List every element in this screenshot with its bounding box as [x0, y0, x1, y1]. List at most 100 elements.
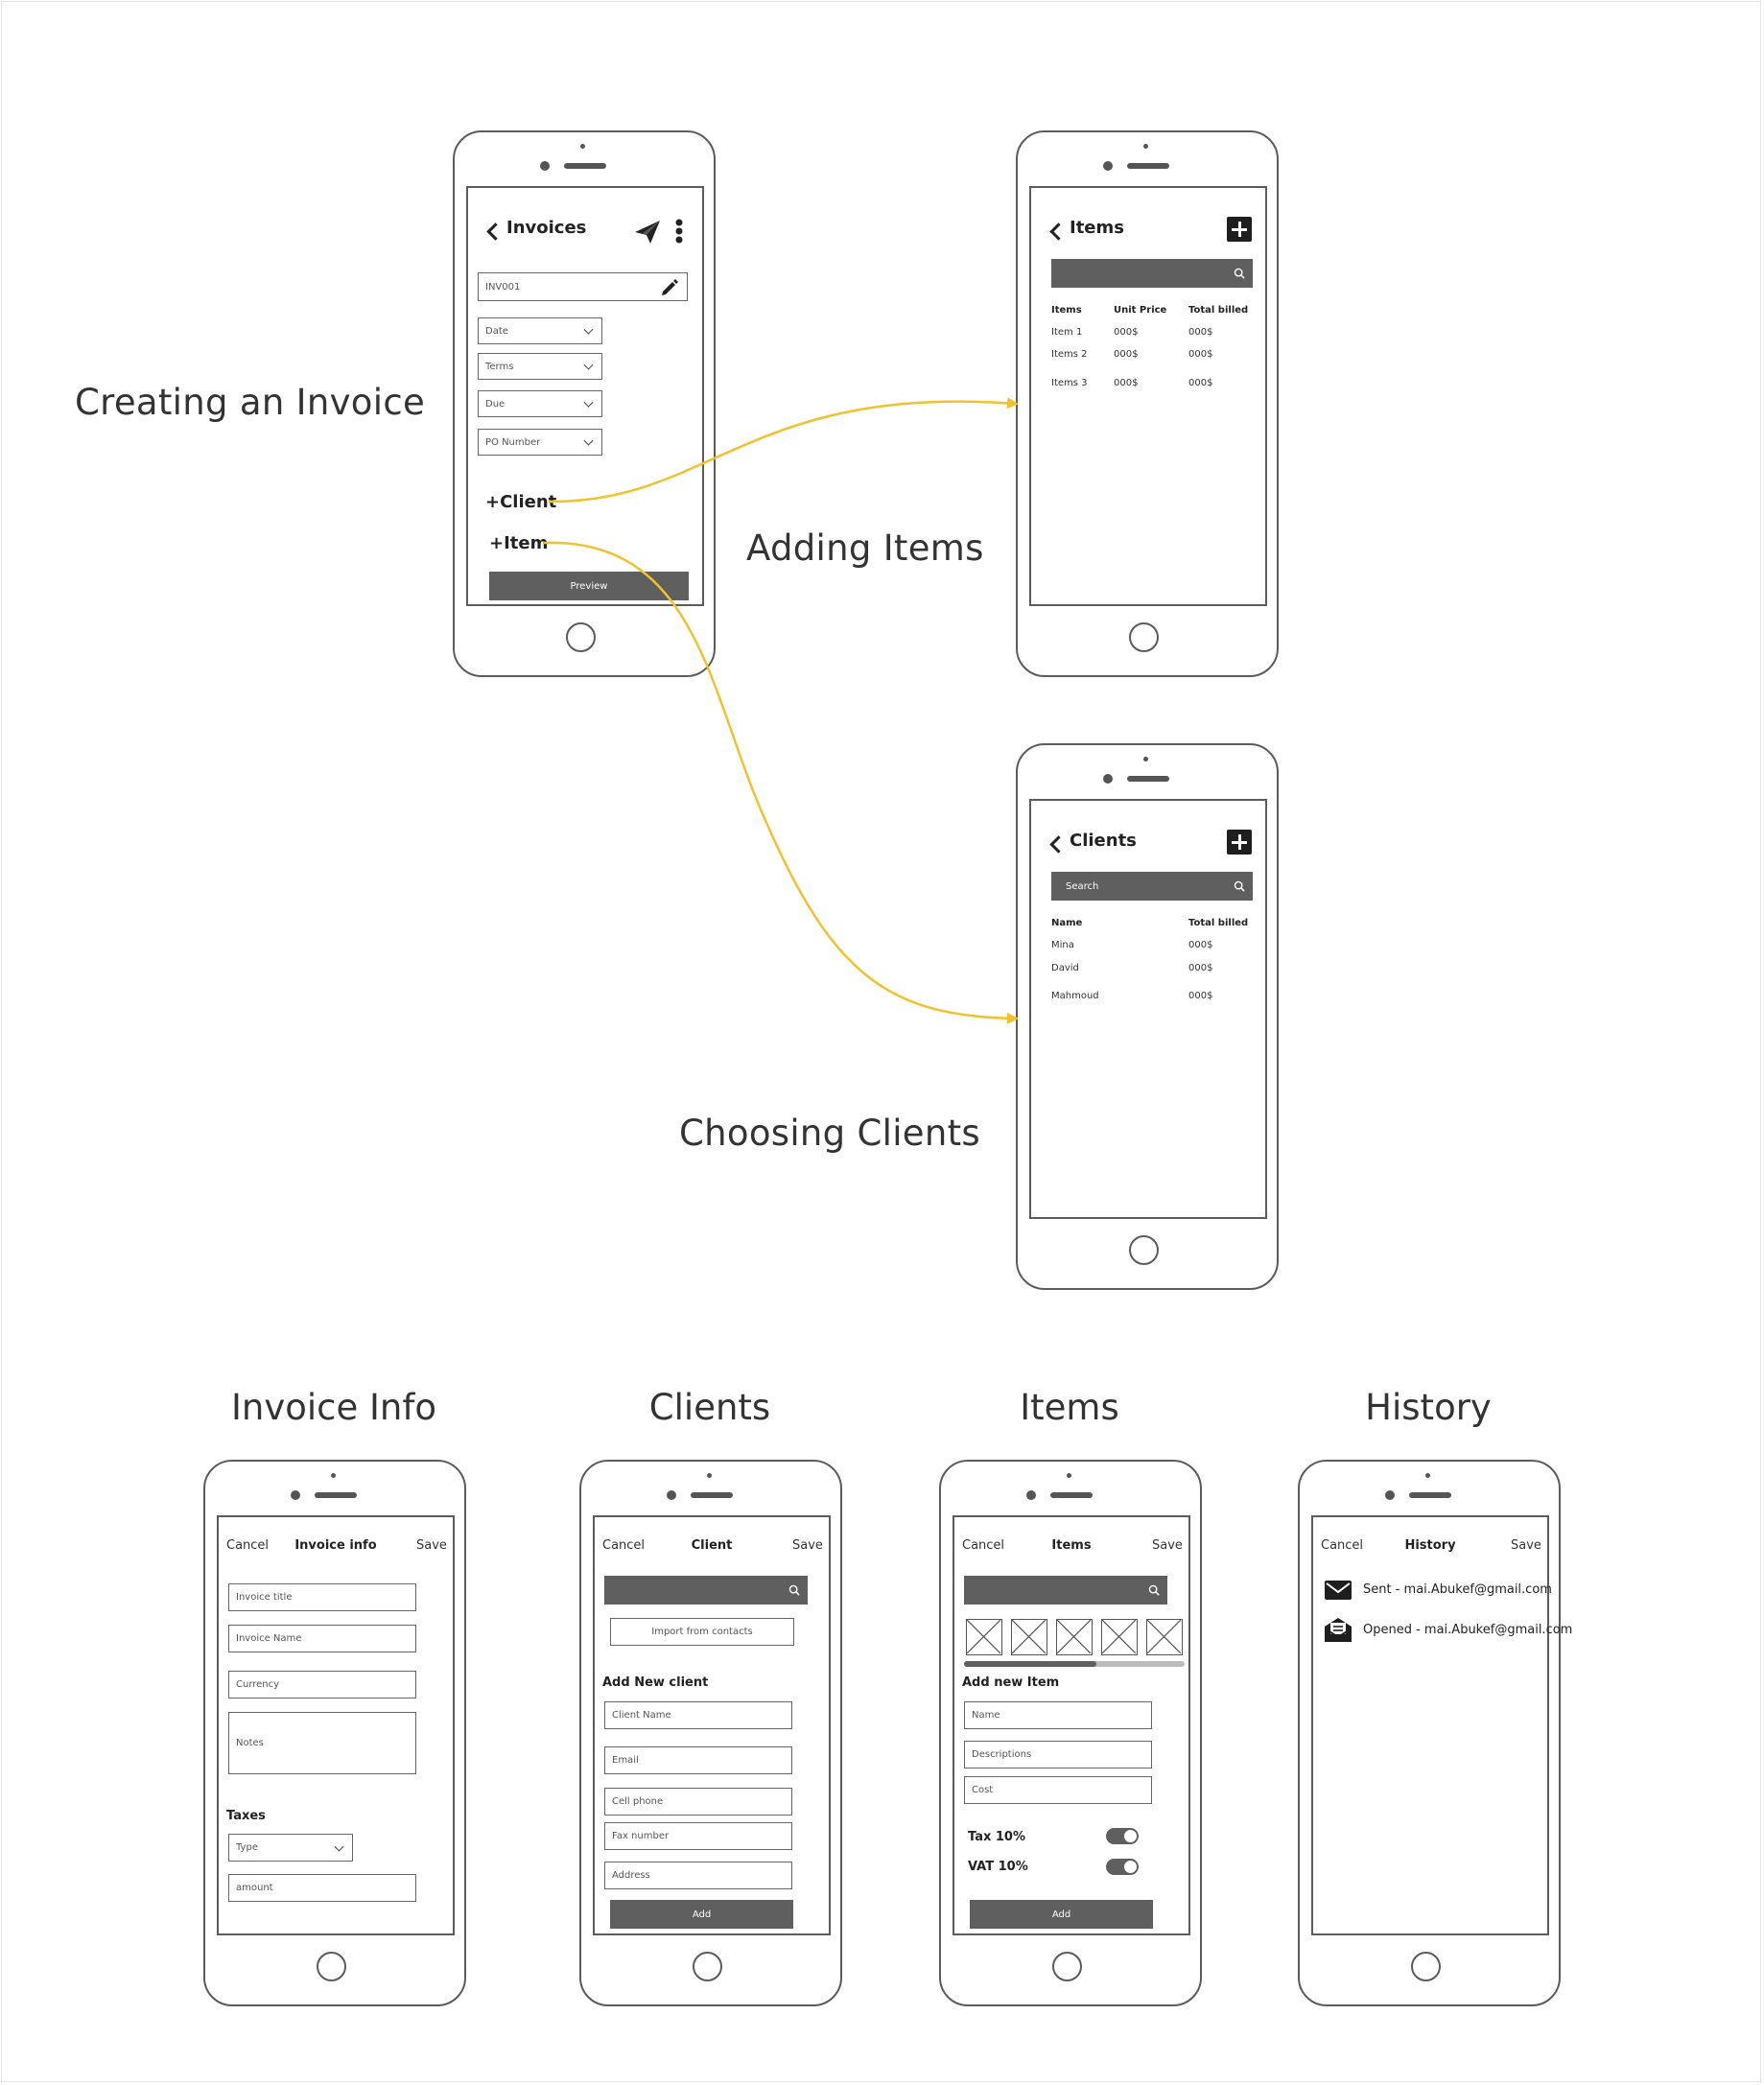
cancel-button[interactable]: Cancel: [226, 1538, 270, 1553]
client-search-bar[interactable]: [604, 1576, 808, 1605]
invoices-screen: Invoices INV001 Date Terms Due PO Number…: [466, 186, 704, 606]
save-button[interactable]: Save: [1511, 1538, 1541, 1553]
home-button[interactable]: [1411, 1952, 1441, 1981]
tax-type-label: Type: [236, 1842, 258, 1853]
image-placeholder-icon[interactable]: [1056, 1619, 1093, 1655]
image-placeholder-icon[interactable]: [1101, 1619, 1138, 1655]
date-select-label: Date: [485, 325, 508, 337]
due-select-label: Due: [485, 398, 506, 410]
save-button[interactable]: Save: [1152, 1538, 1183, 1553]
descriptions-field[interactable]: Descriptions: [964, 1741, 1152, 1769]
save-button[interactable]: Save: [792, 1538, 823, 1553]
cancel-button[interactable]: Cancel: [962, 1538, 1005, 1553]
table-row[interactable]: Mahmoud: [1051, 991, 1099, 1001]
phone-camera: [1067, 1473, 1071, 1478]
item-search-bar[interactable]: [964, 1576, 1167, 1605]
client-screen: Cancel Client Save Import from contacts …: [593, 1515, 831, 1935]
notes-field[interactable]: Notes: [228, 1712, 416, 1774]
item-name-field[interactable]: Name: [964, 1701, 1152, 1729]
search-icon[interactable]: [1234, 880, 1245, 892]
add-plus-icon[interactable]: [1227, 830, 1252, 855]
home-button[interactable]: [693, 1952, 722, 1981]
po-number-select[interactable]: PO Number: [478, 429, 602, 456]
invoice-info-screen: Cancel Invoice info Save Invoice title I…: [217, 1515, 455, 1935]
fax-number-field[interactable]: Fax number: [604, 1822, 792, 1850]
col-header-total-billed: Total billed: [1188, 918, 1249, 928]
history-screen: Cancel History Save Sent - mai.Abukef@gm…: [1311, 1515, 1572, 1935]
home-button[interactable]: [566, 622, 596, 652]
image-placeholder-icon[interactable]: [966, 1619, 1002, 1655]
address-field[interactable]: Address: [604, 1862, 792, 1889]
client-name-field[interactable]: Client Name: [604, 1701, 792, 1729]
home-button[interactable]: [317, 1952, 346, 1981]
table-row[interactable]: Item 1: [1051, 327, 1083, 338]
search-icon[interactable]: [1234, 268, 1245, 279]
table-cell: 000$: [1188, 349, 1213, 360]
back-chevron-icon[interactable]: [1049, 835, 1068, 854]
clients-search-bar[interactable]: Search: [1051, 872, 1253, 901]
chevron-down-icon: [583, 324, 594, 335]
add-plus-icon[interactable]: [1227, 217, 1252, 242]
preview-button[interactable]: Preview: [489, 572, 689, 600]
title-creating-invoice: Creating an Invoice: [75, 382, 426, 423]
add-item-button[interactable]: Add: [970, 1900, 1153, 1929]
phone-clients-list: Clients Search Name Total billed Mina 00…: [1016, 743, 1279, 1290]
chevron-down-icon: [583, 435, 594, 446]
cell-phone-field[interactable]: Cell phone: [604, 1788, 792, 1816]
phone-item-form: Cancel Items Save Add new Item Name Desc…: [939, 1460, 1202, 2006]
terms-select[interactable]: Terms: [478, 353, 602, 380]
image-scrollbar-thumb[interactable]: [964, 1661, 1096, 1667]
image-placeholder-icon[interactable]: [1011, 1619, 1047, 1655]
home-button[interactable]: [1052, 1952, 1082, 1981]
table-row[interactable]: Items 3: [1051, 378, 1088, 388]
invoice-number-field[interactable]: INV001: [478, 272, 688, 301]
table-row[interactable]: David: [1051, 963, 1079, 973]
search-icon[interactable]: [788, 1584, 800, 1596]
phone-speaker: [1050, 1492, 1093, 1498]
phone-speaker: [1409, 1492, 1451, 1498]
clients-title: Clients: [1070, 831, 1137, 851]
amount-field[interactable]: amount: [228, 1874, 416, 1902]
image-scrollbar-track[interactable]: [964, 1661, 1185, 1667]
add-item-link[interactable]: +Item: [489, 533, 549, 553]
table-cell: 000$: [1188, 963, 1213, 973]
invoice-name-field[interactable]: Invoice Name: [228, 1625, 416, 1652]
due-select[interactable]: Due: [478, 390, 602, 417]
send-icon[interactable]: [633, 219, 662, 246]
table-cell: 000$: [1188, 940, 1213, 950]
items-list-screen: Items Items Unit Price Total billed Item…: [1029, 186, 1267, 606]
back-chevron-icon[interactable]: [1049, 223, 1068, 241]
import-contacts-button[interactable]: Import from contacts: [610, 1618, 794, 1646]
cancel-button[interactable]: Cancel: [602, 1538, 646, 1553]
phone-sensor: [291, 1490, 300, 1500]
currency-field[interactable]: Currency: [228, 1671, 416, 1698]
image-placeholder-icon[interactable]: [1146, 1619, 1183, 1655]
history-entry-opened[interactable]: Opened - mai.Abukef@gmail.com: [1363, 1623, 1573, 1637]
add-client-button[interactable]: Add: [610, 1900, 793, 1929]
cancel-button[interactable]: Cancel: [1321, 1538, 1364, 1553]
search-icon[interactable]: [1148, 1584, 1160, 1596]
vat-toggle[interactable]: [1106, 1859, 1139, 1875]
cost-field[interactable]: Cost: [964, 1776, 1152, 1804]
save-button[interactable]: Save: [416, 1538, 447, 1553]
vat-label: VAT 10%: [968, 1860, 1028, 1874]
date-select[interactable]: Date: [478, 317, 602, 344]
items-search-bar[interactable]: [1051, 259, 1253, 288]
terms-select-label: Terms: [485, 361, 514, 372]
home-button[interactable]: [1129, 1235, 1159, 1265]
edit-pencil-icon[interactable]: [660, 278, 679, 297]
table-row[interactable]: Items 2: [1051, 349, 1088, 360]
back-chevron-icon[interactable]: [486, 223, 505, 241]
tax-type-select[interactable]: Type: [228, 1834, 353, 1862]
invoice-title-field[interactable]: Invoice title: [228, 1583, 416, 1611]
title-invoice-info: Invoice Info: [230, 1387, 437, 1428]
table-row[interactable]: Mina: [1051, 940, 1074, 950]
tax-toggle[interactable]: [1106, 1828, 1139, 1844]
phone-history: Cancel History Save Sent - mai.Abukef@gm…: [1298, 1460, 1572, 2006]
title-choosing-clients: Choosing Clients: [679, 1113, 981, 1154]
add-client-link[interactable]: +Client: [485, 492, 557, 512]
history-entry-sent[interactable]: Sent - mai.Abukef@gmail.com: [1363, 1582, 1552, 1597]
home-button[interactable]: [1129, 622, 1159, 652]
more-vertical-icon[interactable]: [675, 219, 683, 244]
email-field[interactable]: Email: [604, 1746, 792, 1774]
